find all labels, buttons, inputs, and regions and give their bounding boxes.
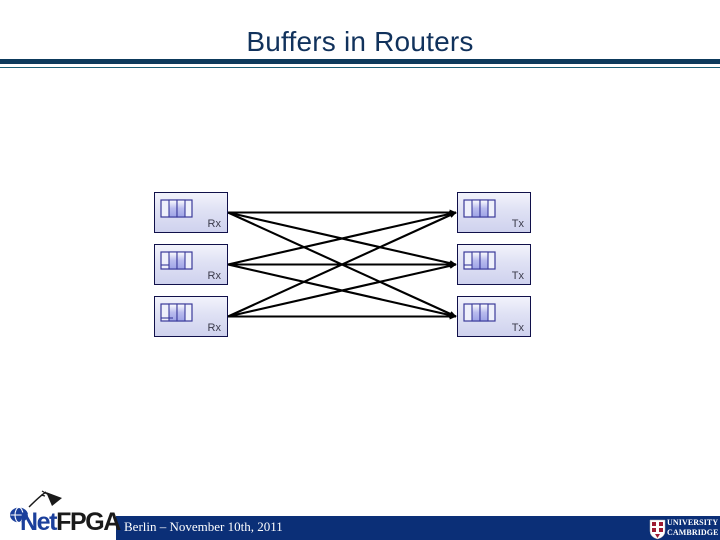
- buffer-icon: [160, 303, 193, 322]
- cambridge-line-1: UNIVERSITY OF: [667, 518, 720, 527]
- egress-port-label: Tx: [511, 218, 524, 230]
- buffer-icon: [463, 303, 496, 322]
- ingress-port-node[interactable]: Rx: [154, 192, 228, 233]
- netfpga-wordmark: NetFPGA: [20, 508, 121, 536]
- netfpga-net-text: Net: [20, 508, 57, 536]
- cambridge-crest-icon: [649, 519, 666, 540]
- egress-port-label: Tx: [511, 322, 524, 334]
- egress-port-label: Tx: [511, 270, 524, 282]
- page-title: Buffers in Routers: [246, 26, 474, 57]
- netfpga-logo-mark: [10, 490, 62, 524]
- crossbar-link: [227, 210, 457, 266]
- cambridge-wordmark: UNIVERSITY OF CAMBRIDGE: [667, 518, 720, 538]
- netfpga-fpga-text: FPGA: [56, 508, 121, 536]
- footer-bar: [116, 516, 720, 540]
- title-rule-thin: [0, 67, 720, 68]
- egress-port-node[interactable]: Tx: [457, 296, 531, 337]
- buffer-icon: [463, 251, 496, 270]
- cambridge-line-2: CAMBRIDGE: [667, 528, 719, 537]
- crossbar-link: [227, 262, 457, 318]
- crossbar-link: [227, 211, 457, 318]
- buffer-icon: [160, 199, 193, 218]
- title-rule-thick: [0, 59, 720, 64]
- title-rule-accent: [600, 64, 720, 66]
- egress-port-node[interactable]: Tx: [457, 192, 531, 233]
- ingress-port-node[interactable]: Rx: [154, 296, 228, 337]
- ingress-port-label: Rx: [207, 270, 221, 282]
- egress-port-node[interactable]: Tx: [457, 244, 531, 285]
- buffer-icon: [160, 251, 193, 270]
- ingress-port-label: Rx: [207, 322, 221, 334]
- footer-date-text: Berlin – November 10th, 2011: [124, 519, 283, 534]
- buffer-icon: [463, 199, 496, 218]
- ingress-port-node[interactable]: Rx: [154, 244, 228, 285]
- ingress-port-label: Rx: [207, 218, 221, 230]
